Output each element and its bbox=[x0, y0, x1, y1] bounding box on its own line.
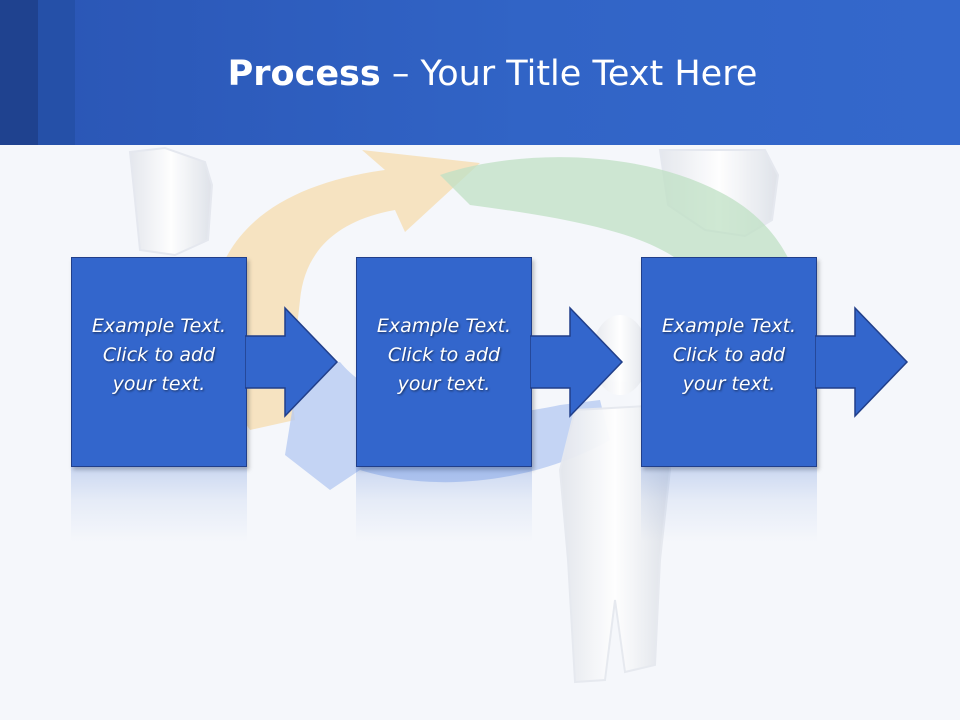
step-box-2[interactable]: Example Text. Click to add your text. bbox=[356, 257, 532, 467]
step-text-2[interactable]: Example Text. Click to add your text. bbox=[357, 312, 531, 399]
right-arrow-icon bbox=[245, 306, 339, 418]
step-text-line: Click to add bbox=[102, 344, 216, 366]
title-bar: Process – Your Title Text Here bbox=[0, 0, 960, 145]
step-reflection-2 bbox=[356, 467, 532, 542]
header-accent-stripe bbox=[0, 0, 38, 145]
step-text-line: your text. bbox=[112, 373, 206, 395]
left-figure-icon bbox=[128, 146, 214, 257]
step-box-3[interactable]: Example Text. Click to add your text. bbox=[641, 257, 817, 467]
right-arrow-icon bbox=[815, 306, 909, 418]
step-text-line: Click to add bbox=[387, 344, 501, 366]
step-reflection-1 bbox=[71, 467, 247, 542]
slide-title[interactable]: Process – Your Title Text Here bbox=[0, 52, 960, 96]
step-text-1[interactable]: Example Text. Click to add your text. bbox=[72, 312, 246, 399]
step-text-line: your text. bbox=[397, 373, 491, 395]
step-text-3[interactable]: Example Text. Click to add your text. bbox=[642, 312, 816, 399]
right-arrow-icon bbox=[530, 306, 624, 418]
step-text-line: Click to add bbox=[672, 344, 786, 366]
step-text-line: Example Text. bbox=[661, 315, 797, 337]
slide-title-rest: – Your Title Text Here bbox=[380, 54, 758, 94]
header-accent-stripe-inner bbox=[38, 0, 75, 145]
step-text-line: your text. bbox=[682, 373, 776, 395]
step-reflection-3 bbox=[641, 467, 817, 542]
step-text-line: Example Text. bbox=[376, 315, 512, 337]
slide-title-bold: Process bbox=[227, 54, 381, 94]
step-text-line: Example Text. bbox=[91, 315, 227, 337]
step-box-1[interactable]: Example Text. Click to add your text. bbox=[71, 257, 247, 467]
